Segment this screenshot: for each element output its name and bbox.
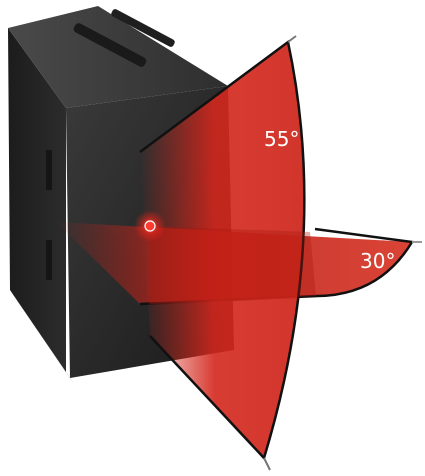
- vertical-angle-label: 55°: [264, 127, 299, 151]
- horizontal-angle-label: 30°: [360, 249, 395, 273]
- coverage-overlap: [150, 226, 316, 304]
- cabinet-rail: [46, 150, 52, 190]
- cabinet-rail: [46, 240, 52, 280]
- vertical-top-tip: [288, 36, 296, 42]
- vertical-bottom-tip: [264, 458, 270, 470]
- driver-center-icon: [134, 210, 166, 242]
